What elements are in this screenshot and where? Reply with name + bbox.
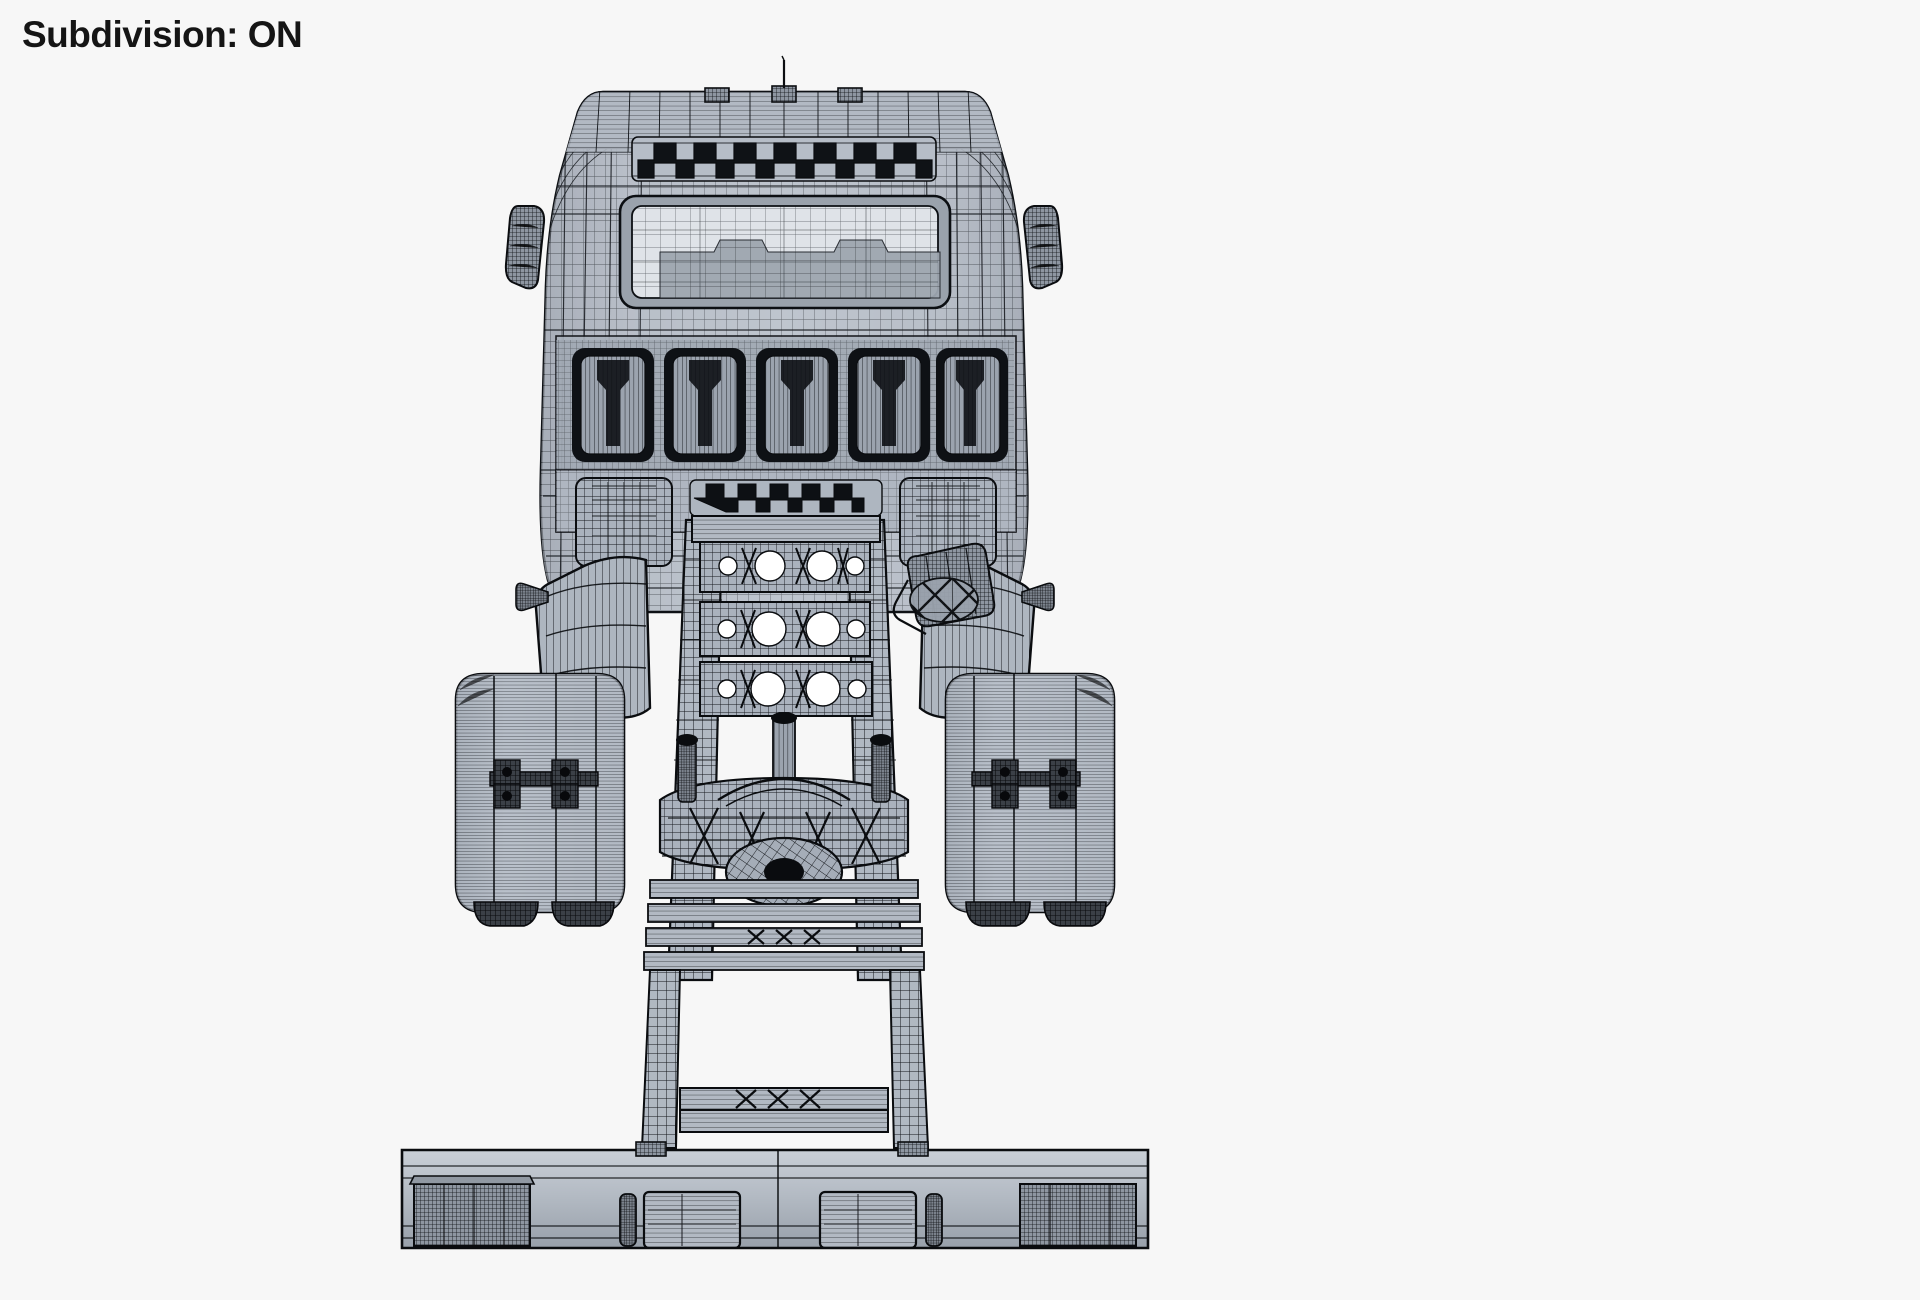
right-mirror — [1022, 205, 1064, 290]
rear-axle-differential — [658, 734, 910, 908]
roof-marker-lights — [704, 85, 863, 103]
vent-grille-slots — [555, 335, 1017, 473]
roof-vent-grille — [631, 136, 937, 182]
frame-crossmembers — [691, 515, 881, 717]
subdivision-status-label: Subdivision: ON — [22, 14, 303, 55]
under-ride-structure — [640, 879, 930, 1149]
catwalk-deck — [691, 515, 881, 543]
cb-antenna — [781, 55, 786, 88]
tail-light-clusters — [619, 1190, 943, 1248]
right-dual-wheels — [944, 672, 1116, 927]
rear-window — [618, 194, 952, 310]
air-tanks — [892, 542, 996, 635]
left-dual-wheels — [454, 672, 626, 927]
rear-bumper-bar — [400, 1141, 1150, 1250]
lower-cross-truss — [679, 1087, 889, 1133]
mud-flap-brackets — [489, 759, 599, 809]
left-mirror — [504, 205, 546, 290]
